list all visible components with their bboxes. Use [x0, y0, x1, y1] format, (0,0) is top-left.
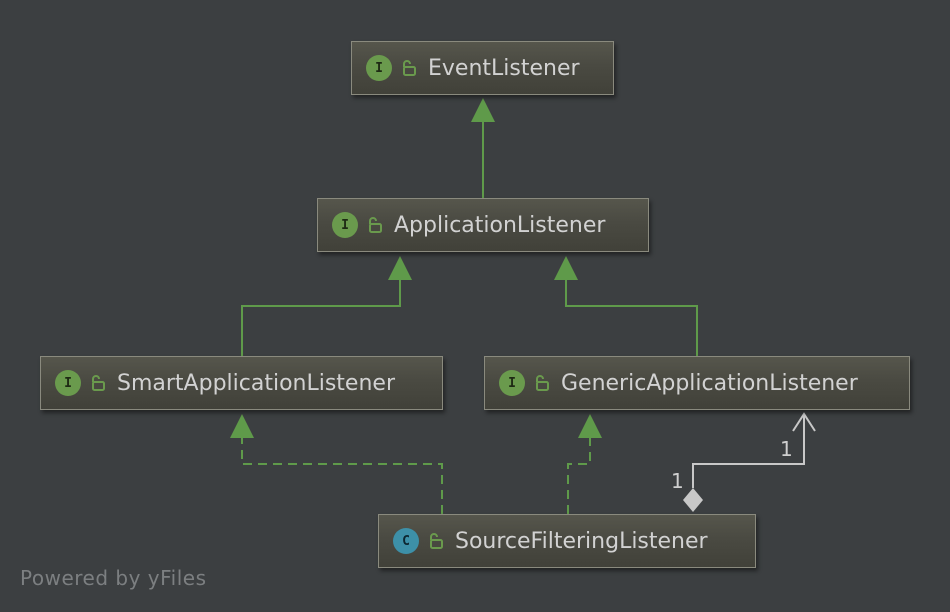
edge-implements-source-smart [241, 416, 443, 514]
arrowhead-smart [230, 414, 254, 438]
edge-implements-source-generic [567, 416, 591, 514]
class-badge-icon: C [393, 528, 419, 554]
yfiles-watermark: Powered by yFiles [20, 566, 207, 590]
node-applicationlistener[interactable]: I ApplicationListener [317, 198, 649, 252]
interface-badge-icon: I [499, 370, 525, 396]
open-lock-icon [403, 60, 416, 76]
node-label-smartapplicationlistener: SmartApplicationListener [117, 370, 395, 396]
open-lock-icon [430, 533, 443, 549]
aggregation-open-arrow [792, 412, 816, 432]
interface-badge-icon: I [366, 55, 392, 81]
edge-extends-generic-application [565, 258, 698, 356]
open-lock-icon [369, 217, 382, 233]
node-smartapplicationlistener[interactable]: I SmartApplicationListener [40, 356, 443, 410]
interface-badge-icon: I [332, 212, 358, 238]
arrowhead-eventlistener [471, 98, 495, 122]
multiplicity-target: 1 [780, 437, 793, 461]
arrowhead-application-right [554, 256, 578, 280]
edge-aggregation-source-generic [692, 416, 805, 488]
node-genericapplicationlistener[interactable]: I GenericApplicationListener [484, 356, 910, 410]
multiplicity-source: 1 [671, 469, 684, 493]
node-sourcefilteringlistener[interactable]: C SourceFilteringListener [378, 514, 756, 568]
node-label-eventlistener: EventListener [428, 55, 580, 81]
arrowhead-generic [578, 414, 602, 438]
node-label-genericapplicationlistener: GenericApplicationListener [561, 370, 858, 396]
node-label-sourcefilteringlistener: SourceFilteringListener [455, 528, 708, 554]
interface-badge-icon: I [55, 370, 81, 396]
open-lock-icon [536, 375, 549, 391]
open-lock-icon [92, 375, 105, 391]
node-eventlistener[interactable]: I EventListener [351, 41, 614, 95]
edge-extends-smart-application [241, 258, 401, 356]
node-label-applicationlistener: ApplicationListener [394, 212, 606, 238]
arrowhead-application-left [388, 256, 412, 280]
aggregation-diamond [683, 488, 703, 512]
